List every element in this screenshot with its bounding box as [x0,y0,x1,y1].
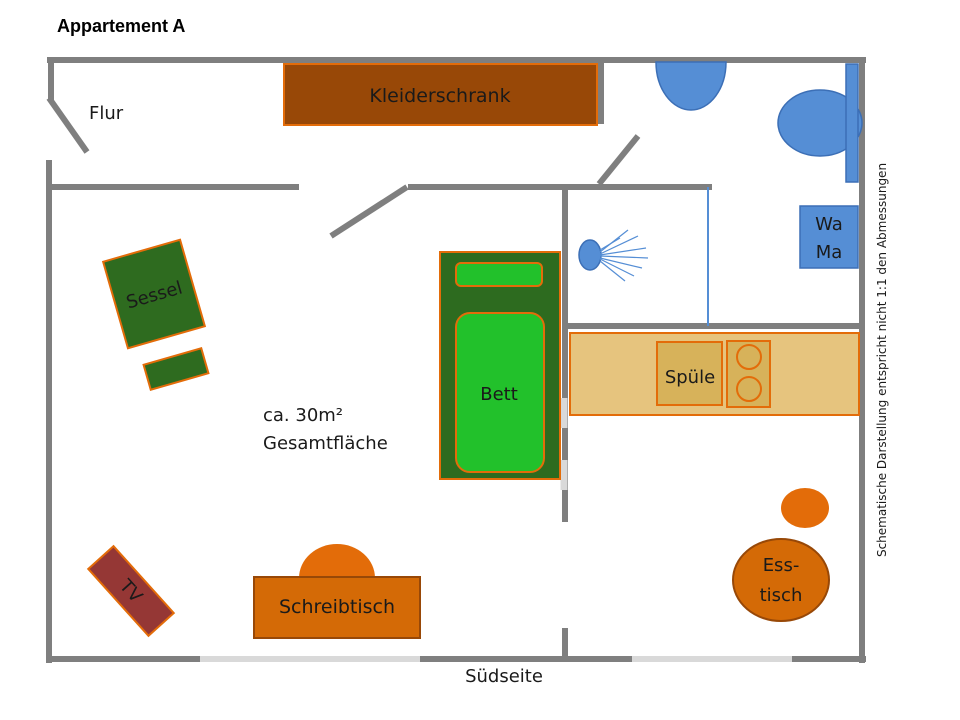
desk-label: Schreibtisch [279,596,395,618]
washing-machine-label-2: Ma [816,242,843,263]
bed[interactable]: Bett [439,251,561,480]
stove-burner-icon [736,344,762,370]
doors[interactable] [46,96,641,239]
entrance-door[interactable] [46,96,90,154]
dining-table[interactable] [732,538,830,622]
desk-chair[interactable] [299,544,375,578]
dining-table-label-1: Ess- [763,555,800,576]
desk[interactable] [253,576,421,639]
dining-table-label-2: tisch [760,585,803,606]
toilet-tank-icon [845,63,859,183]
living-room-door[interactable] [329,184,409,239]
tv[interactable]: TV [86,544,176,638]
windows [200,398,792,662]
area-value: ca. 30m² [263,405,343,426]
area-caption: Gesamtfläche [263,433,388,454]
dining-chair[interactable] [781,488,829,528]
bathroom-fixtures[interactable] [655,61,863,183]
sink[interactable] [656,341,723,406]
kitchen-counter[interactable]: Spüle [569,332,860,416]
pillow [455,262,543,287]
mattress [455,312,545,473]
wardrobe[interactable]: Kleiderschrank [283,63,598,126]
washing-machine[interactable]: Wa Ma [799,205,859,269]
orientation-label: Südseite [465,666,543,687]
disclaimer-note: Schematische Darstellung entspricht nich… [875,163,889,557]
desk-area[interactable]: Schreibtisch [253,544,421,639]
wardrobe-label: Kleiderschrank [369,85,510,107]
washing-machine-label-1: Wa [815,214,843,235]
bed-label: Bett [480,384,518,405]
stove-burner-icon [736,376,762,402]
washbasin-icon[interactable] [655,61,727,111]
sink-label: Spüle [665,367,715,388]
bathroom-door[interactable] [596,134,641,186]
dining-area[interactable]: Ess- tisch [732,488,830,622]
walls [46,57,866,663]
plan-title: Appartement A [57,16,185,36]
footrest[interactable] [142,346,210,392]
armchair[interactable]: Sessel [101,238,210,392]
room-label-flur: Flur [89,103,124,124]
toilet-bowl-icon[interactable] [777,89,863,157]
shower-head-icon [578,229,649,282]
